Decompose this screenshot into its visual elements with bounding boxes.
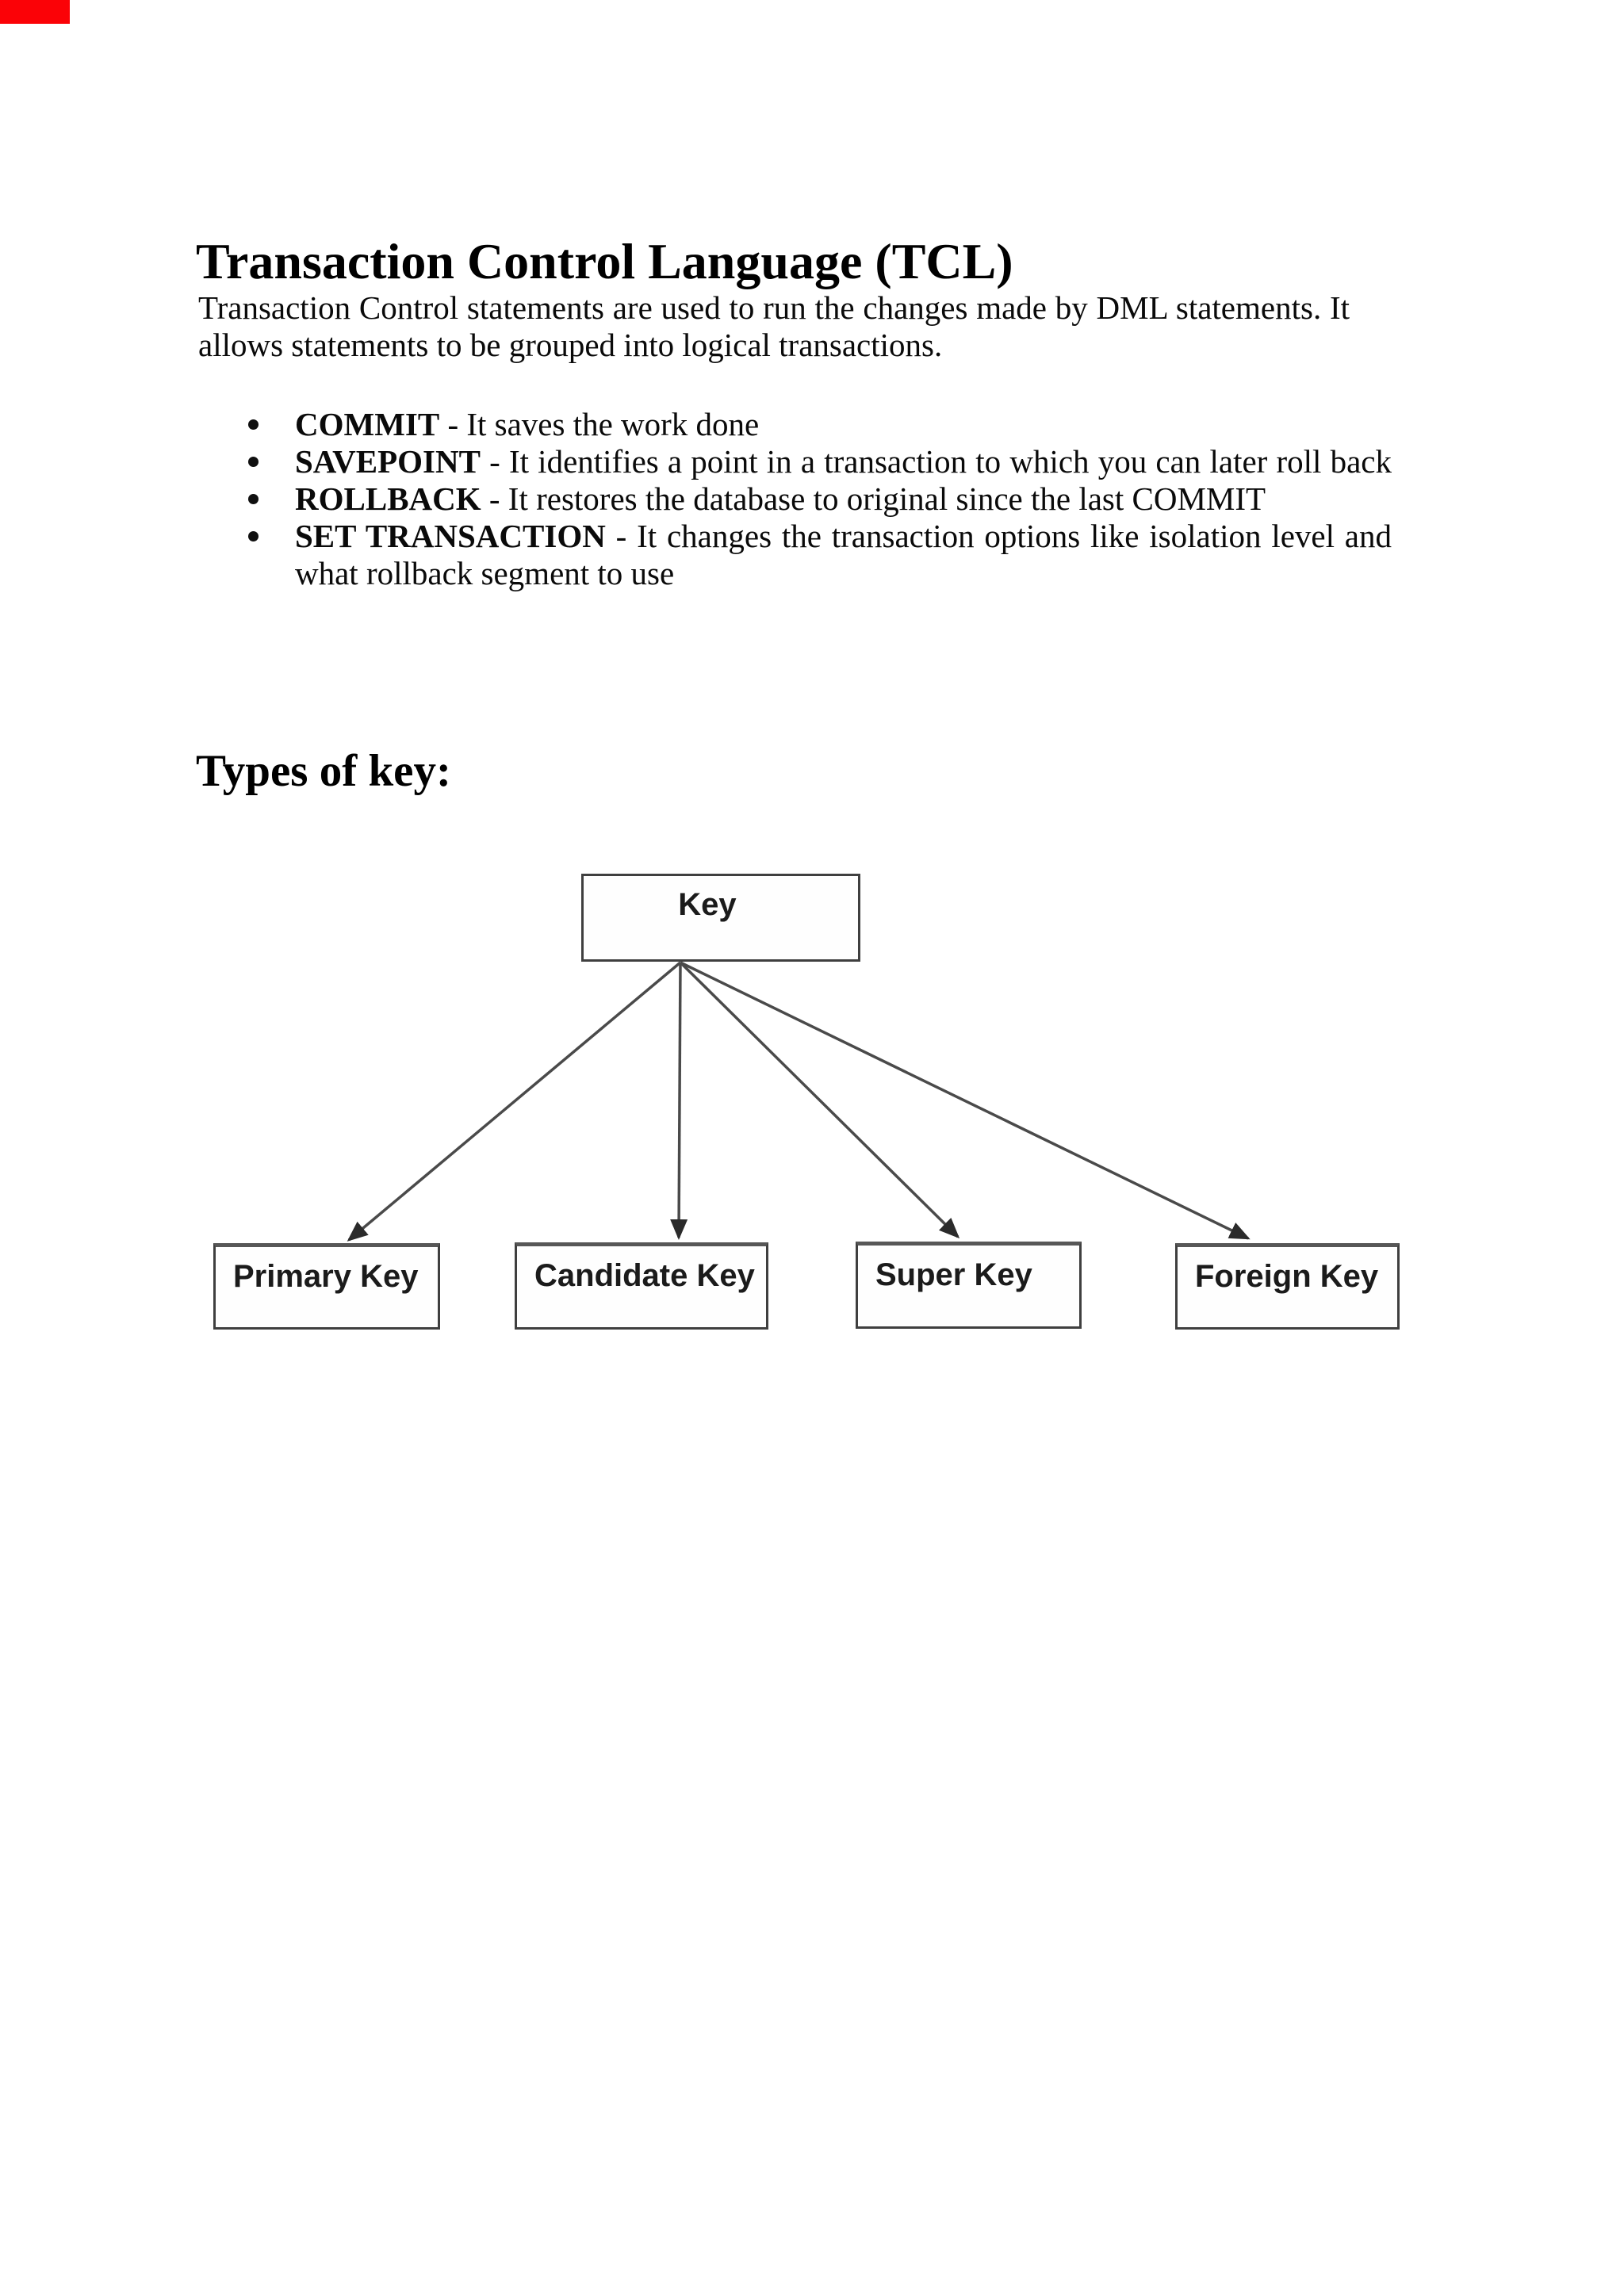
statement-desc: - It saves the work done xyxy=(447,406,760,442)
connector-key-candidate xyxy=(670,962,688,1240)
diagram-node-candidate-key: Candidate Key xyxy=(515,1242,768,1330)
bullet-icon xyxy=(248,457,259,467)
corner-red-badge xyxy=(0,0,70,24)
bullet-line: ROLLBACK - It restores the database to o… xyxy=(295,480,1392,518)
bullet-line: SAVEPOINT - It identifies a point in a t… xyxy=(295,443,1392,480)
tcl-statement-list: COMMIT - It saves the work done SAVEPOIN… xyxy=(248,406,1406,592)
statement-desc: - It restores the database to original s… xyxy=(488,480,1266,517)
list-item: SAVEPOINT - It identifies a point in a t… xyxy=(248,443,1406,480)
types-of-key-heading: Types of key: xyxy=(196,746,451,797)
connector-key-super xyxy=(679,961,960,1239)
statement-desc: - It changes the transaction options lik… xyxy=(615,518,1392,554)
page-title: Transaction Control Language (TCL) xyxy=(196,232,1013,289)
statement-term: ROLLBACK xyxy=(295,480,481,517)
diagram-node-key: Key xyxy=(581,874,860,962)
statement-term: SET TRANSACTION xyxy=(295,518,606,554)
bullet-icon xyxy=(248,494,259,504)
intro-paragraph: Transaction Control statements are used … xyxy=(198,289,1350,364)
bullet-line-wrap: what rollback segment to use xyxy=(295,555,675,591)
list-item: SET TRANSACTION - It changes the transac… xyxy=(248,518,1406,592)
connector-key-foreign xyxy=(680,961,1251,1240)
bullet-line: SET TRANSACTION - It changes the transac… xyxy=(295,518,1392,555)
list-item: ROLLBACK - It restores the database to o… xyxy=(248,480,1406,518)
bullet-icon xyxy=(248,419,259,430)
bullet-line: COMMIT - It saves the work done xyxy=(295,406,1392,443)
statement-term: COMMIT xyxy=(295,406,440,442)
diagram-node-super-key: Super Key xyxy=(856,1242,1082,1329)
statement-term: SAVEPOINT xyxy=(295,443,481,480)
intro-line-2: allows statements to be grouped into log… xyxy=(198,327,943,363)
connector-key-primary xyxy=(347,961,682,1242)
diagram-node-primary-key: Primary Key xyxy=(213,1243,440,1330)
diagram-node-foreign-key: Foreign Key xyxy=(1175,1243,1400,1330)
statement-desc: - It identifies a point in a transaction… xyxy=(489,443,1392,480)
intro-line-1: Transaction Control statements are used … xyxy=(198,289,1350,326)
list-item: COMMIT - It saves the work done xyxy=(248,406,1406,443)
bullet-icon xyxy=(248,531,259,541)
